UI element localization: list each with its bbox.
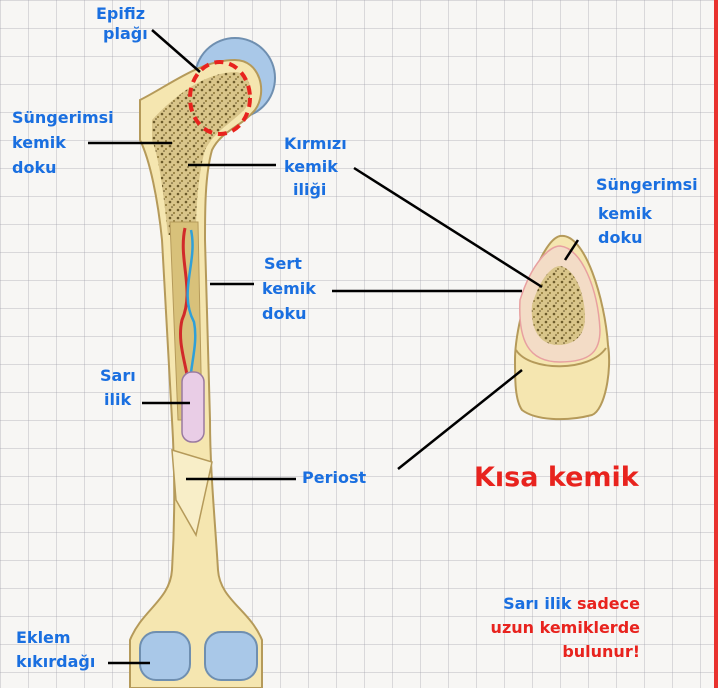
- label-short-spongy-line2: kemik: [598, 204, 652, 224]
- note-part1: Sarı ilik: [503, 594, 571, 613]
- label-epifiz-line2: plağı: [103, 24, 148, 44]
- label-yellow-marrow-line2: ilik: [104, 390, 131, 410]
- label-spongy-line1: Süngerimsi: [12, 108, 114, 128]
- label-yellow-marrow-line1: Sarı: [100, 366, 136, 386]
- label-short-spongy-line1: Süngerimsi: [596, 175, 698, 195]
- label-red-marrow-line2: kemik: [284, 157, 338, 177]
- label-periosteum: Periost: [302, 468, 366, 488]
- note-text: Sarı ilik sadece uzun kemiklerde bulunur…: [430, 592, 640, 664]
- label-spongy-line2: kemik: [12, 133, 66, 153]
- note-line3: bulunur!: [562, 642, 640, 661]
- label-compact-line3: doku: [262, 304, 306, 324]
- label-cartilage-line2: kıkırdağı: [16, 652, 95, 672]
- label-cartilage-line1: Eklem: [16, 628, 71, 648]
- note-line2: uzun kemiklerde: [491, 618, 640, 637]
- distal-cartilage-left: [140, 632, 190, 680]
- label-epifiz-line1: Epifiz: [96, 4, 145, 24]
- short-bone: [515, 236, 609, 419]
- label-short-spongy-line3: doku: [598, 228, 642, 248]
- label-red-marrow-line3: iliği: [293, 180, 326, 200]
- note-part2: sadece: [577, 594, 640, 613]
- label-compact-line2: kemik: [262, 279, 316, 299]
- distal-cartilage-right: [205, 632, 257, 680]
- short-bone-title: Kısa kemik: [474, 462, 639, 494]
- label-red-marrow-line1: Kırmızı: [284, 134, 347, 154]
- label-spongy-line3: doku: [12, 158, 56, 178]
- label-compact-line1: Sert: [264, 254, 302, 274]
- yellow-marrow-tube: [182, 372, 204, 442]
